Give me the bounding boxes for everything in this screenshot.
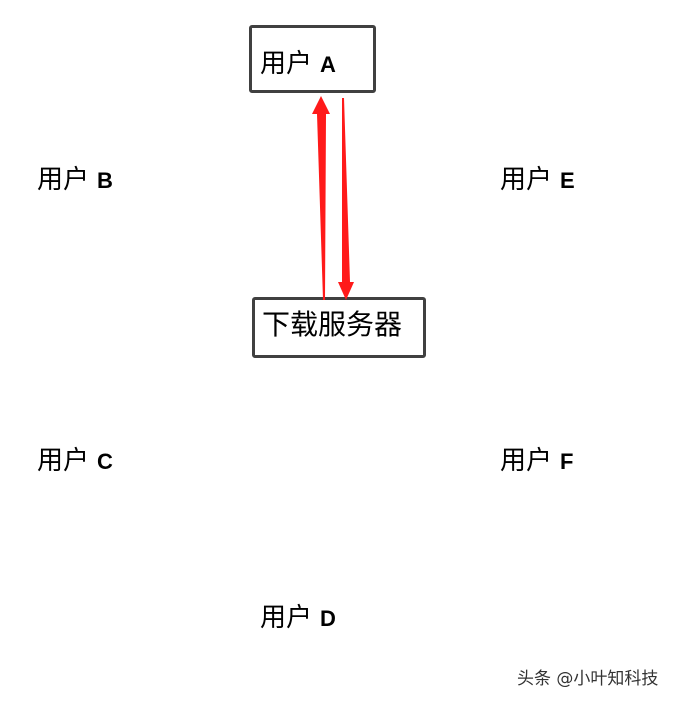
- user-d-label: 用户 D: [260, 603, 336, 634]
- user-b-letter: B: [97, 168, 113, 193]
- user-c-letter: C: [97, 449, 113, 474]
- user-a-label: 用户 A: [260, 49, 336, 80]
- download-server-box: [252, 297, 426, 358]
- user-e-cn: 用户: [500, 165, 553, 195]
- download-server-cn: 下载服务器: [262, 308, 403, 341]
- user-a-box: [249, 25, 376, 93]
- arrow-down-icon: [338, 98, 354, 300]
- user-b-cn: 用户: [37, 165, 90, 195]
- user-b-label: 用户 B: [37, 165, 113, 196]
- user-f-label: 用户 F: [500, 446, 573, 477]
- user-c-cn: 用户: [37, 446, 90, 476]
- user-d-cn: 用户: [260, 603, 313, 633]
- watermark: 头条 @小叶知科技: [517, 669, 659, 689]
- user-e-letter: E: [560, 168, 575, 193]
- user-f-letter: F: [560, 449, 574, 474]
- user-f-cn: 用户: [500, 446, 553, 476]
- user-e-label: 用户 E: [500, 165, 575, 196]
- download-server-label: 下载服务器: [262, 310, 402, 340]
- user-a-cn: 用户: [260, 49, 313, 79]
- arrow-up-icon: [312, 96, 330, 300]
- user-d-letter: D: [320, 606, 336, 631]
- user-c-label: 用户 C: [37, 446, 113, 477]
- user-a-letter: A: [320, 52, 336, 77]
